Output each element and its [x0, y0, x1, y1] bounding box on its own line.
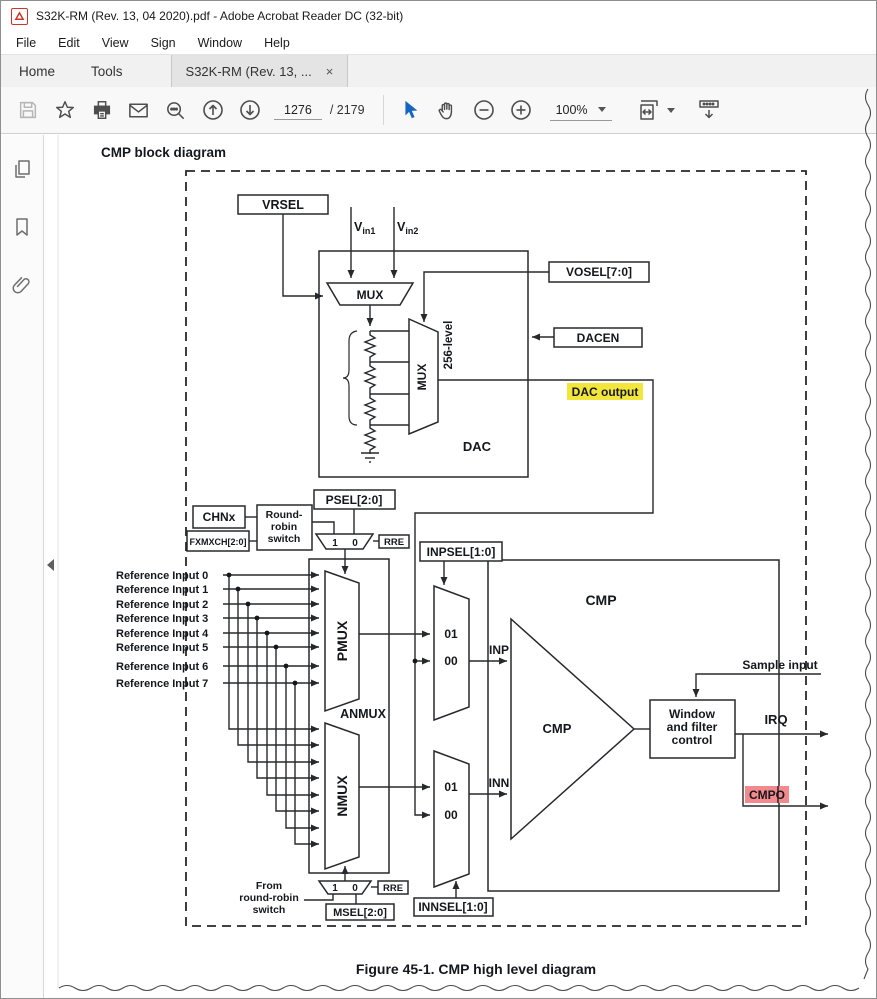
menu-item-help[interactable]: Help [264, 35, 290, 50]
menu-item-sign[interactable]: Sign [150, 35, 176, 50]
zoom-level-dropdown[interactable]: 100% [549, 100, 612, 121]
star-icon[interactable] [46, 92, 83, 128]
menu-item-window[interactable]: Window [197, 35, 243, 50]
page-down-icon[interactable] [231, 92, 268, 128]
navigation-sidebar [1, 135, 44, 998]
page-total-label: / 2179 [329, 103, 365, 117]
hand-tool-icon[interactable] [429, 92, 466, 128]
page-thumbnails-icon[interactable] [8, 155, 36, 183]
zoom-level-value: 100% [555, 102, 588, 117]
menu-bar: File Edit View Sign Window Help [1, 31, 876, 54]
bookmarks-icon[interactable] [8, 213, 36, 241]
chevron-down-icon [597, 107, 606, 112]
page-up-icon[interactable] [194, 92, 231, 128]
email-icon[interactable] [120, 92, 157, 128]
window-title: S32K-RM (Rev. 13, 04 2020).pdf - Adobe A… [36, 9, 404, 23]
toolbar-panel-icon[interactable] [691, 92, 728, 128]
print-icon[interactable] [83, 92, 120, 128]
zoom-out-icon[interactable] [466, 92, 503, 128]
main-toolbar: 1276 / 2179 100% [1, 87, 876, 134]
menu-item-view[interactable]: View [101, 35, 129, 50]
menu-item-file[interactable]: File [16, 35, 37, 50]
document-viewer [1, 135, 876, 998]
tab-document[interactable]: S32K-RM (Rev. 13, ... × [170, 55, 349, 87]
page-fit-dropdown[interactable] [636, 97, 675, 123]
close-icon[interactable]: × [325, 63, 334, 79]
zoom-in-icon[interactable] [503, 92, 540, 128]
tab-document-label: S32K-RM (Rev. 13, ... [185, 63, 312, 79]
tab-home[interactable]: Home [19, 63, 56, 79]
sidebar-collapse-handle[interactable] [47, 559, 54, 571]
pdf-app-icon [11, 7, 28, 25]
attachments-icon[interactable] [8, 271, 36, 299]
toolbar-separator [382, 95, 384, 125]
title-bar: S32K-RM (Rev. 13, 04 2020).pdf - Adobe A… [1, 1, 876, 31]
tab-tools[interactable]: Tools [91, 63, 123, 79]
chevron-down-icon [666, 107, 675, 113]
save-icon[interactable] [9, 92, 46, 128]
tab-bar: Home Tools S32K-RM (Rev. 13, ... × [1, 54, 876, 87]
select-tool-icon[interactable] [392, 92, 429, 128]
search-icon[interactable] [157, 92, 194, 128]
page-number-input[interactable]: 1276 [274, 101, 322, 120]
menu-item-edit[interactable]: Edit [58, 35, 80, 50]
